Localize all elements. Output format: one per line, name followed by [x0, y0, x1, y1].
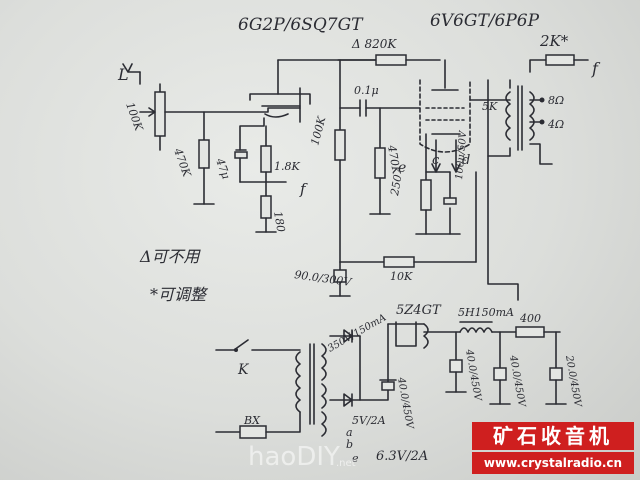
label-c-47u: 47μ [213, 156, 233, 181]
label-pin-d: d [462, 153, 470, 168]
label-ot-5k: 5K [482, 100, 498, 113]
label-rect-tube: 5Z4GT [396, 303, 442, 318]
label-tap-8: 8Ω [548, 94, 564, 107]
brand-url: www.crystalradio.cn [472, 452, 634, 474]
label-choke: 5H150mA [458, 306, 514, 319]
grid-resistor-470k-b [369, 107, 391, 215]
cathode-network [234, 125, 287, 233]
label-f-mid: f [299, 180, 308, 198]
label-r-470k-b: 470K [385, 143, 403, 176]
label-r-400: 400 [519, 312, 541, 325]
label-fuse-bx: BX [243, 414, 261, 427]
label-r-1-8k: 1.8K [274, 160, 300, 173]
filter-capacitors [445, 331, 567, 405]
grid-leak-resistor-470k [193, 111, 215, 205]
label-r-820k: Δ 820K [351, 37, 397, 51]
feedback-resistor-2k [529, 54, 589, 73]
label-pin-c: c [432, 153, 440, 168]
label-r-180: 180 [271, 210, 287, 233]
grid-lead-wire [164, 107, 301, 113]
label-r-250: 250 [388, 174, 405, 198]
label-r-2k: 2K* [539, 32, 569, 50]
mains-switch [215, 339, 301, 352]
label-c-90u: 90.0/300V [294, 268, 353, 289]
label-tube1: 6G2P/6SQ7GT [238, 15, 364, 35]
mains-fuse [215, 411, 301, 439]
label-sec-hv: 350V/150mA [326, 312, 388, 354]
label-in-l: L [117, 65, 129, 84]
power-transformer [295, 343, 327, 437]
label-c-20: 20.0/450V [563, 354, 583, 410]
brand-logo-text: 矿石收音机 [472, 422, 634, 450]
label-c-100u: 100μ/50V [454, 129, 469, 180]
resistor-400 [515, 326, 561, 338]
label-vol-100k: 100K [123, 101, 145, 134]
label-tap-4: 4Ω [547, 118, 564, 131]
label-pt-b: b [346, 438, 353, 451]
label-r-100k: 100K [308, 114, 328, 146]
label-out-f: f [591, 59, 601, 78]
watermark-main: haoDIY [248, 442, 340, 472]
label-note2: *可调整 [150, 285, 209, 304]
label-sec-6v: 6.3V/2A [376, 449, 428, 464]
label-sw-k: K [237, 362, 250, 378]
decoupling-network [329, 256, 477, 297]
label-note1: Δ可不用 [139, 247, 202, 266]
feedback-resistor-820k [337, 54, 441, 66]
hv-diodes [329, 323, 397, 407]
label-c-01u: 0.1μ [354, 84, 379, 97]
filter-choke [423, 321, 517, 333]
label-pt-a: a [346, 426, 353, 439]
volume-potentiometer [122, 63, 166, 151]
label-c-cap: 40.0/450V [395, 376, 415, 432]
b-plus-vertical [487, 79, 519, 301]
plate-load-100k [334, 59, 346, 263]
power-cathode-network [415, 133, 461, 235]
watermark-sub: .net [336, 458, 356, 469]
label-tube2: 6V6GT/6P6P [430, 11, 540, 31]
coupling-capacitor [339, 99, 421, 117]
label-c-40b: 40.0/450V [507, 354, 527, 410]
label-sec-5v: 5V/2A [352, 414, 386, 427]
output-transformer [487, 79, 553, 165]
rectifier-tube [387, 321, 429, 349]
label-r-10k: 10K [390, 270, 413, 283]
tube-1-preamp [239, 59, 311, 151]
tube-2-power [419, 59, 511, 173]
label-pin-e: e [398, 160, 406, 176]
label-c-40a: 40.0/450V [463, 348, 483, 404]
label-pt-e: e [352, 452, 359, 465]
label-r-470k-a: 470K [171, 146, 194, 180]
